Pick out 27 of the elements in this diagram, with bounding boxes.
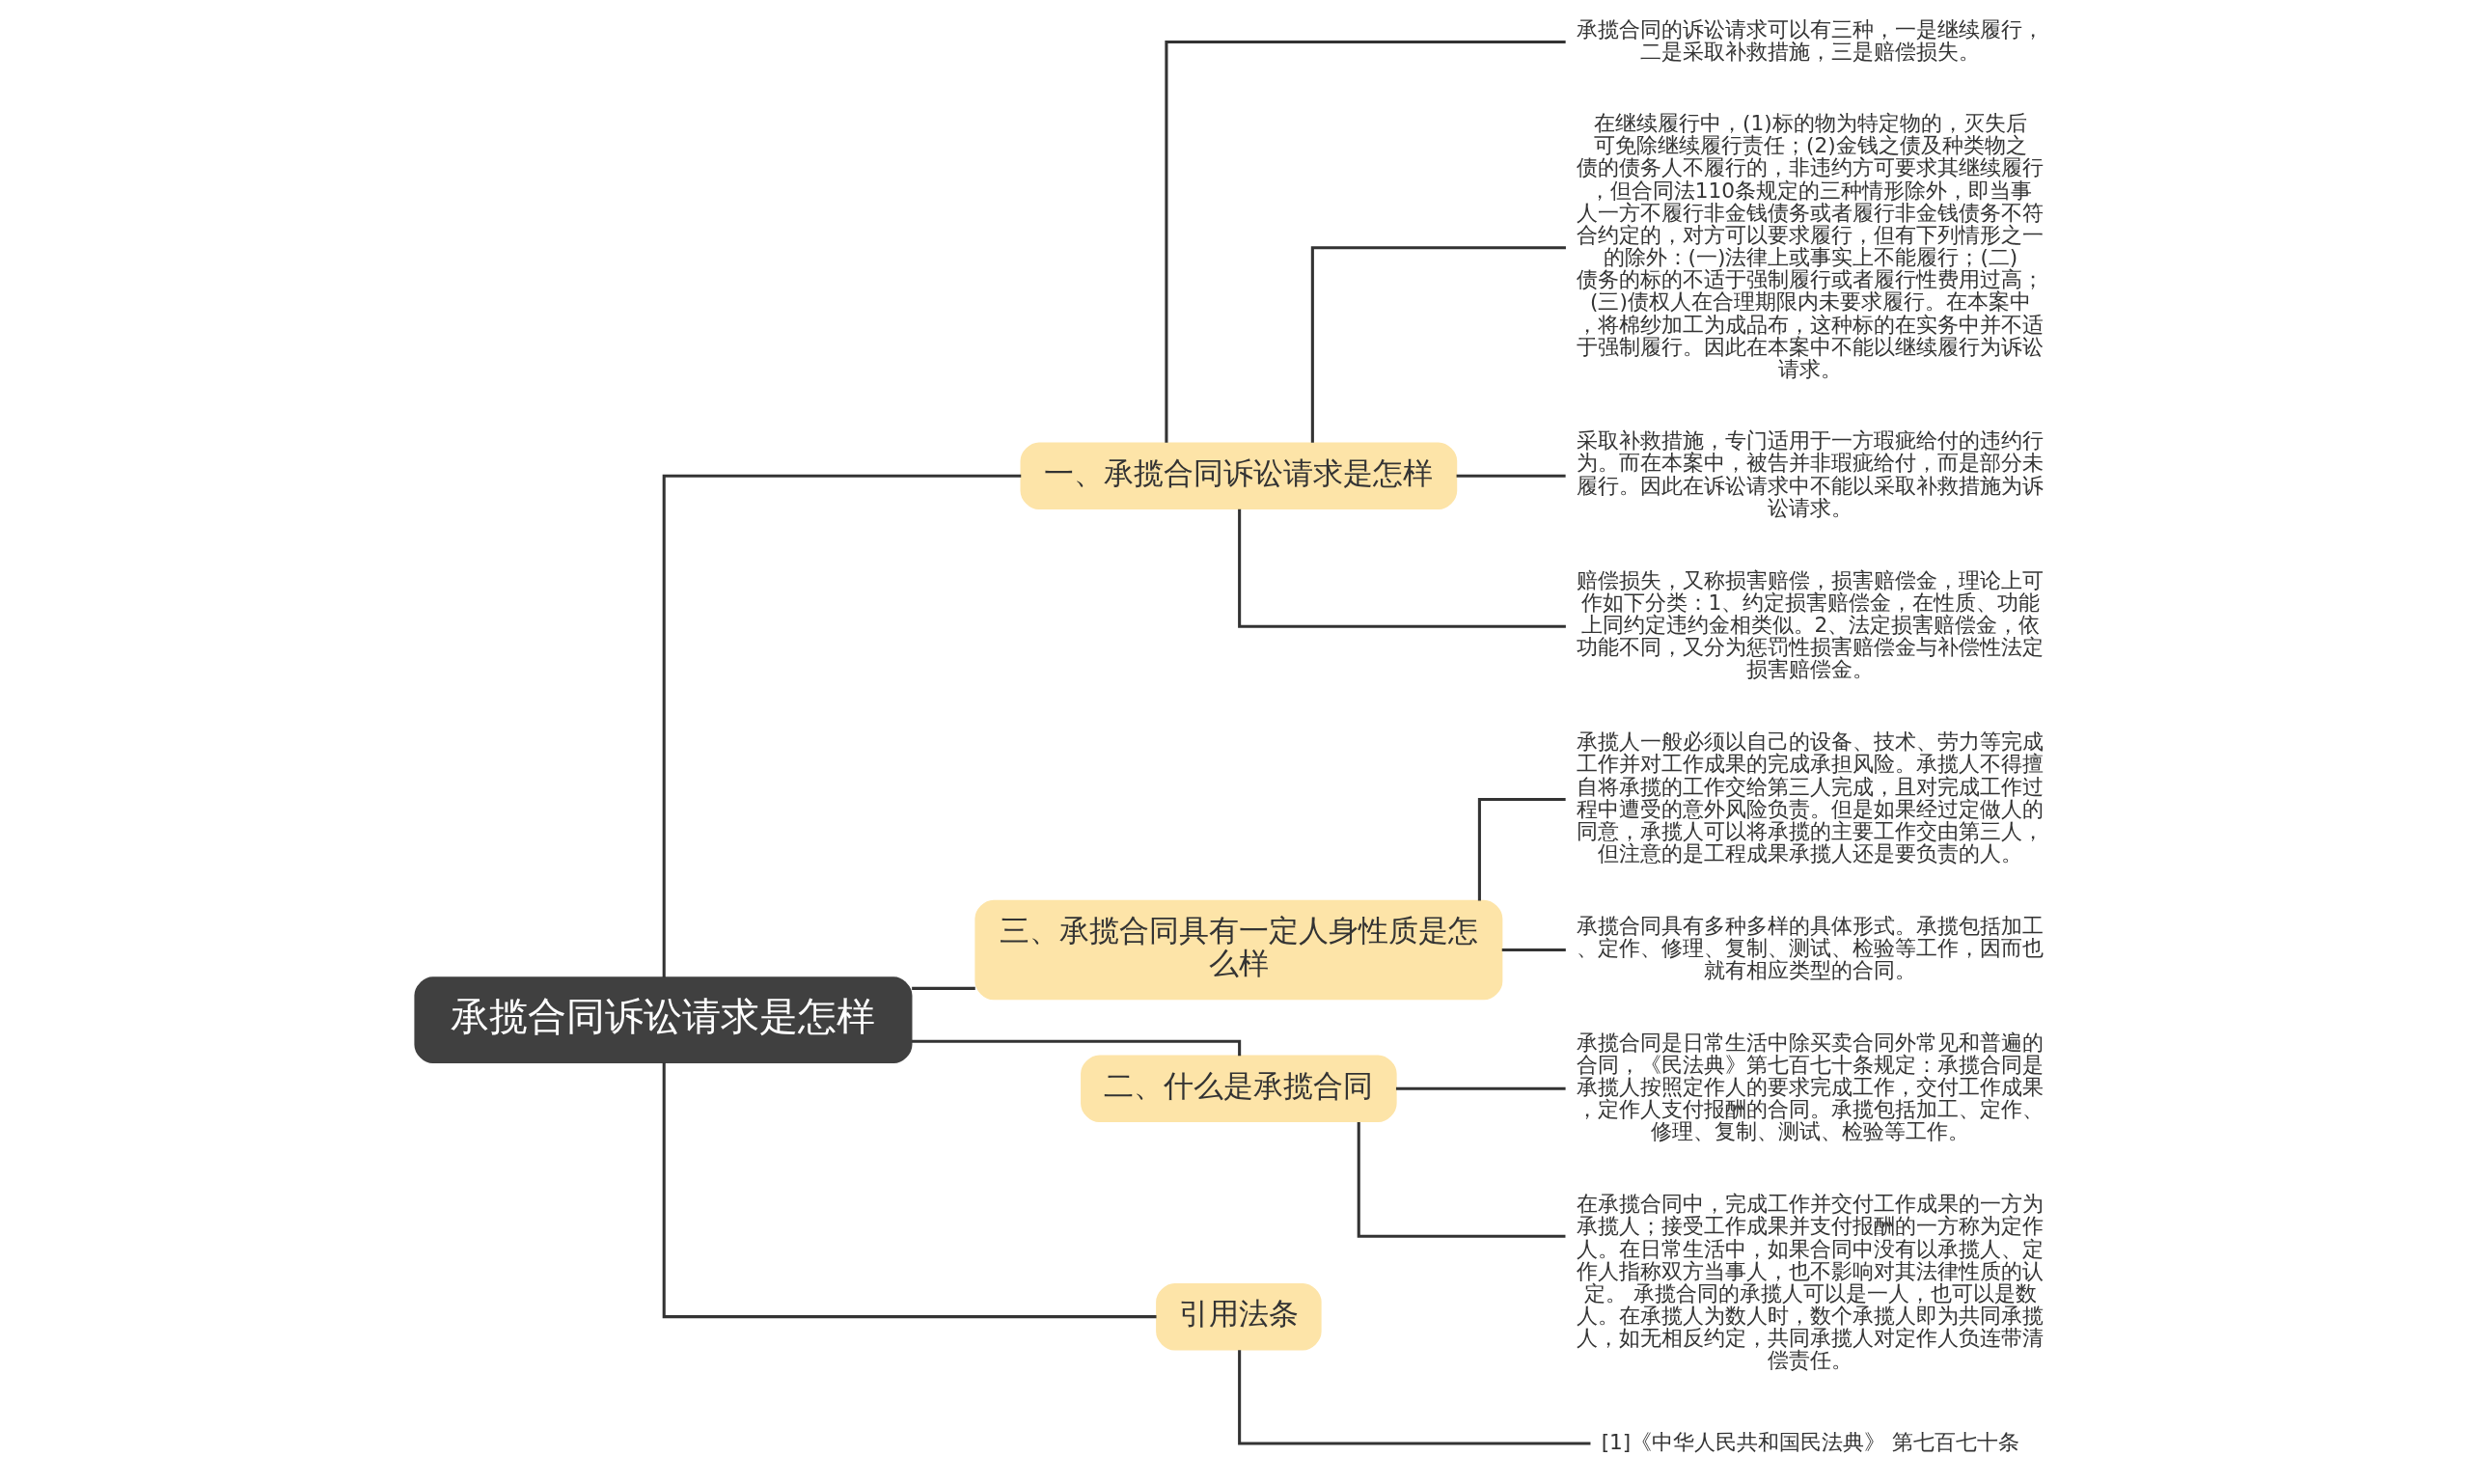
node-text: 承揽人一般必须以自己的设备、技术、劳力等完成工作并对工作成果的完成承担风险。承揽人不得擅自将承揽的工作交给第三人完成，且对完成工作过程中遭受的意外风险负责。但是如果经过定做人的同意，承揽人可以将承揽的主要工作交由第三人，但注意的是工程成果承揽人还是要负责的人。 bbox=[1577, 729, 2045, 866]
node-text: 在承揽合同中，完成工作并交付工作成果的一方为承揽人；接受工作成果并支付报酬的一方称为定作人。在日常生活中，如果合同中没有以承揽人、定作人指称双方当事人，也不影响对其法律性质的认定。 承揽合同的承揽人可以是一人，也可以是数人。在承揽人为数人时，数个承揽人即为共同承揽人，如无相反约定，共同承揽人对定作人负连带清偿责任。 bbox=[1577, 1192, 2045, 1373]
connector bbox=[662, 474, 1022, 977]
node-box: 承揽合同诉讼请求是怎样 bbox=[414, 976, 913, 1063]
connector bbox=[1357, 1121, 1566, 1238]
connector bbox=[1238, 1350, 1591, 1445]
connector bbox=[1238, 508, 1566, 628]
connector bbox=[1395, 1086, 1566, 1090]
connector bbox=[1477, 797, 1566, 901]
node-text: 承揽合同具有多种多样的具体形式。承揽包括加工、定作、修理、复制、测试、检验等工作，因而也就有相应类型的合同。 bbox=[1577, 914, 2045, 983]
node-text: 采取补救措施，专门适用于一方瑕疵给付的违约行为。而在本案中，被告并非瑕疵给付，而是部分未履行。因此在诉讼请求中不能以采取补救措施为诉讼请求。 bbox=[1577, 428, 2045, 520]
node-text: 承揽合同的诉讼请求可以有三种，一是继续履行，二是采取补救措施，三是赔偿损失。 bbox=[1577, 16, 2045, 64]
connector bbox=[912, 986, 975, 990]
connector bbox=[662, 1062, 1157, 1319]
connector bbox=[1310, 246, 1566, 443]
node-box: 三、承揽合同具有一定人身性质是怎么样 bbox=[974, 899, 1503, 1001]
connector bbox=[1165, 41, 1566, 443]
node-box: 一、承揽合同诉讼请求是怎样 bbox=[1020, 442, 1458, 509]
node-text: 在继续履行中，(1)标的物为特定物的，灭失后可免除继续履行责任；(2)金钱之债及种类物之债的债务人不履行的，非违约方可要求其继续履行，但合同法110条规定的三种情形除外，即当事人一方不履行非金钱债务或者履行非金钱债务不符合约定的，对方可以要求履行，但有下列情形之一的除外：(一)法律上或事实上不能履行；(二)债务的标的不适于强制履行或者履行性费用过高；(三)债权人在合理期限内未要求履行。在本案中，将棉纱加工为成品布，这种标的在实务中并不适于强制履行。因此在本案中不能以继续履行为诉讼请求。 bbox=[1577, 111, 2045, 381]
node-text: 承揽合同是日常生活中除买卖合同外常见和普遍的合同，《民法典》第七百七十条规定：承揽合同是承揽人按照定作人的要求完成工作，交付工作成果，定作人支付报酬的合同。承揽包括加工、定作、修理、复制、测试、检验等工作。 bbox=[1577, 1030, 2045, 1144]
node-box: 引用法条 bbox=[1156, 1282, 1322, 1351]
node-text: 赔偿损失，又称损害赔偿，损害赔偿金，理论上可作如下分类：1、约定损害赔偿金，在性质、功能上同约定违约金相类似。2、法定损害赔偿金，依功能不同，又分为惩罚性损害赔偿金与补偿性法定损害赔偿金。 bbox=[1577, 567, 2045, 682]
node-box: 二、什么是承揽合同 bbox=[1081, 1055, 1397, 1122]
connector bbox=[912, 1039, 1242, 1057]
connector bbox=[1501, 948, 1566, 952]
node-text: [1]《中华人民共和国民法典》 第七百七十条 bbox=[1601, 1429, 2020, 1454]
connector bbox=[1456, 474, 1566, 478]
